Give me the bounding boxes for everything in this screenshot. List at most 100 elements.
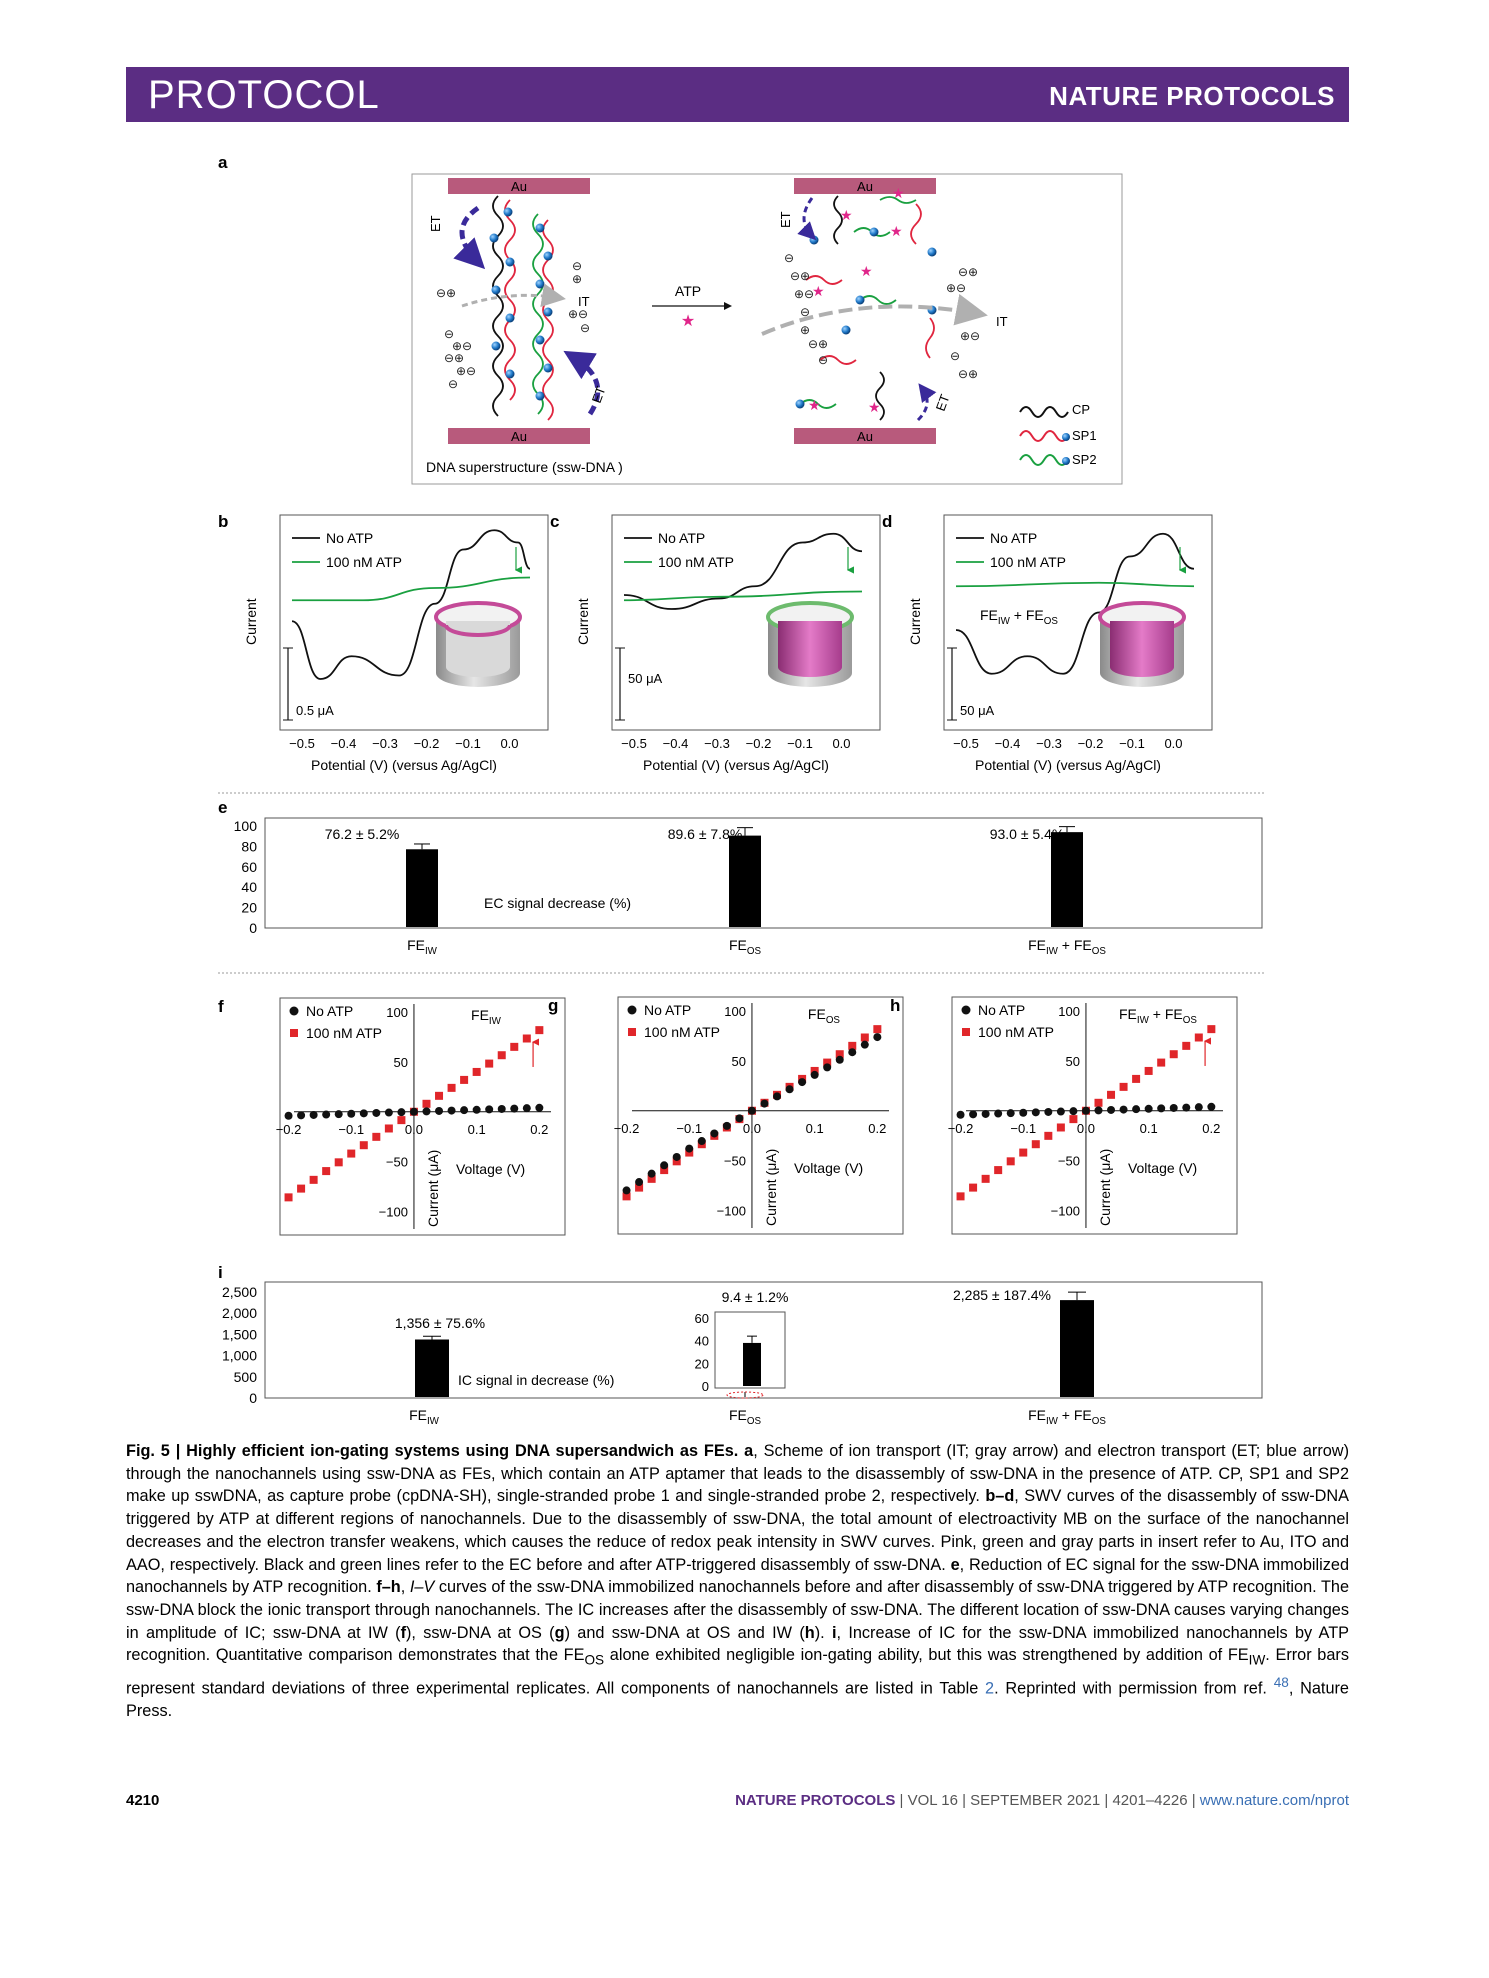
au-label: Au	[511, 429, 527, 444]
no-atp-point	[760, 1099, 769, 1108]
atp-point	[860, 1033, 869, 1042]
legend-marker	[628, 1028, 636, 1036]
category-label: FEOS	[729, 937, 762, 957]
atp-point	[309, 1175, 318, 1184]
svg-text:⊖⊕: ⊖⊕	[808, 337, 828, 351]
atp-point	[447, 1083, 456, 1092]
y-tick-label: 40	[241, 879, 257, 895]
svg-text:⊖: ⊖	[572, 259, 582, 273]
atp-point	[635, 1183, 644, 1192]
no-atp-point	[510, 1104, 519, 1113]
cp-strand	[492, 195, 504, 417]
caption-ref-f: f	[400, 1623, 406, 1642]
x-tick-label: 0.0	[405, 1122, 423, 1137]
legend-marker	[627, 1005, 637, 1015]
y-tick-label: 80	[241, 838, 257, 854]
caption-text-fh: ,	[400, 1578, 410, 1597]
bar-2	[1051, 832, 1083, 927]
reference-link[interactable]: 48	[1273, 1675, 1289, 1691]
caption-text-i3: . Error bars represent standard deviatio…	[126, 1646, 1349, 1698]
legend-no-atp: No ATP	[644, 1002, 691, 1018]
atp-curve	[292, 576, 531, 602]
au-electrode-top-right	[794, 178, 936, 194]
atp-point	[672, 1157, 681, 1166]
et-arrow	[797, 197, 817, 241]
no-atp-point	[460, 1106, 469, 1115]
x-tick-label: −0.5	[621, 736, 647, 751]
et-label: ET	[589, 384, 609, 405]
atp-point	[1006, 1157, 1015, 1166]
no-atp-point	[1119, 1105, 1128, 1114]
table-link[interactable]: 2	[985, 1679, 995, 1698]
legend-atp: 100 nM ATP	[658, 554, 734, 570]
plot-frame	[264, 817, 1263, 929]
svg-text:★: ★	[840, 207, 853, 223]
atp-point	[1019, 1148, 1028, 1157]
scale-label: 50 μA	[960, 703, 995, 718]
panel-label: d	[882, 512, 892, 531]
no-atp-point	[735, 1114, 744, 1123]
x-tick-label: 0.2	[868, 1121, 886, 1136]
no-atp-point	[835, 1055, 844, 1064]
no-atp-point	[860, 1040, 869, 1049]
it-label: IT	[578, 294, 590, 309]
atp-point	[1069, 1115, 1078, 1124]
atp-point	[1094, 1098, 1103, 1107]
journal-url-link[interactable]: www.nature.com/nprot	[1199, 1792, 1349, 1809]
category-label: FEOS	[729, 1407, 762, 1427]
au-electrode-bottom-left	[448, 428, 590, 444]
svg-text:⊕⊖: ⊕⊖	[568, 307, 588, 321]
no-atp-point	[1094, 1106, 1103, 1115]
y-tick-label: 2,500	[222, 1284, 257, 1300]
legend-no-atp: No ATP	[990, 530, 1037, 546]
svg-text:★: ★	[812, 283, 825, 299]
caption-title: Fig. 5 | Highly efficient ion-gating sys…	[126, 1442, 739, 1460]
inset-marker	[726, 1391, 764, 1399]
caption-text-i1: , Increase of IC for the ssw-DNA immobil…	[126, 1623, 1350, 1665]
caption-text-i5: , Nature Press.	[126, 1679, 1349, 1721]
atp-point	[1132, 1074, 1141, 1083]
caption-label-bd: b–d	[985, 1487, 1015, 1506]
mb-sphere	[1062, 457, 1070, 465]
it-arrow	[461, 283, 566, 308]
y-tick-label: 100	[724, 1004, 746, 1019]
y-axis-label: Current	[907, 598, 923, 645]
svg-text:★: ★	[808, 397, 821, 413]
x-axis-label: Potential (V) (versus Ag/AgCl)	[643, 757, 829, 773]
atp-point	[359, 1141, 368, 1150]
inset-y-tick-label: 60	[695, 1311, 709, 1326]
caption-iv: I–V	[409, 1578, 435, 1597]
no-atp-point	[685, 1144, 694, 1153]
x-tick-label: 0.0	[1077, 1121, 1095, 1136]
no-atp-point	[1069, 1107, 1078, 1116]
no-atp-point	[309, 1110, 318, 1119]
svg-text:★: ★	[860, 263, 873, 279]
legend-marker	[962, 1028, 970, 1036]
caption-label-i: i	[831, 1623, 837, 1642]
x-tick-label: −0.2	[614, 1121, 640, 1136]
atp-curve	[955, 581, 1195, 588]
nanochannel-cylinder-icon	[1098, 601, 1186, 687]
x-tick-label: −0.1	[676, 1121, 702, 1136]
svg-text:⊖⊕: ⊖⊕	[444, 351, 464, 365]
journal-title: NATURE PROTOCOLS	[1049, 81, 1335, 111]
caption-ref-g: g	[554, 1623, 565, 1642]
et-arrow	[453, 205, 486, 270]
atp-point	[1044, 1131, 1053, 1140]
section-title: PROTOCOL	[148, 73, 380, 117]
y-tick-label: 1,500	[222, 1326, 257, 1342]
y-tick-label: 0	[249, 920, 257, 936]
y-tick-label: −100	[379, 1204, 408, 1219]
no-atp-point	[497, 1104, 506, 1113]
y-tick-label: −50	[1058, 1154, 1080, 1169]
plot-frame	[279, 997, 566, 1236]
atp-point	[969, 1183, 978, 1192]
svg-text:⊕⊖: ⊕⊖	[946, 281, 966, 295]
svg-text:⊕: ⊕	[572, 272, 582, 286]
bar-0	[415, 1339, 449, 1397]
page-header: PROTOCOL NATURE PROTOCOLS	[126, 67, 1349, 122]
